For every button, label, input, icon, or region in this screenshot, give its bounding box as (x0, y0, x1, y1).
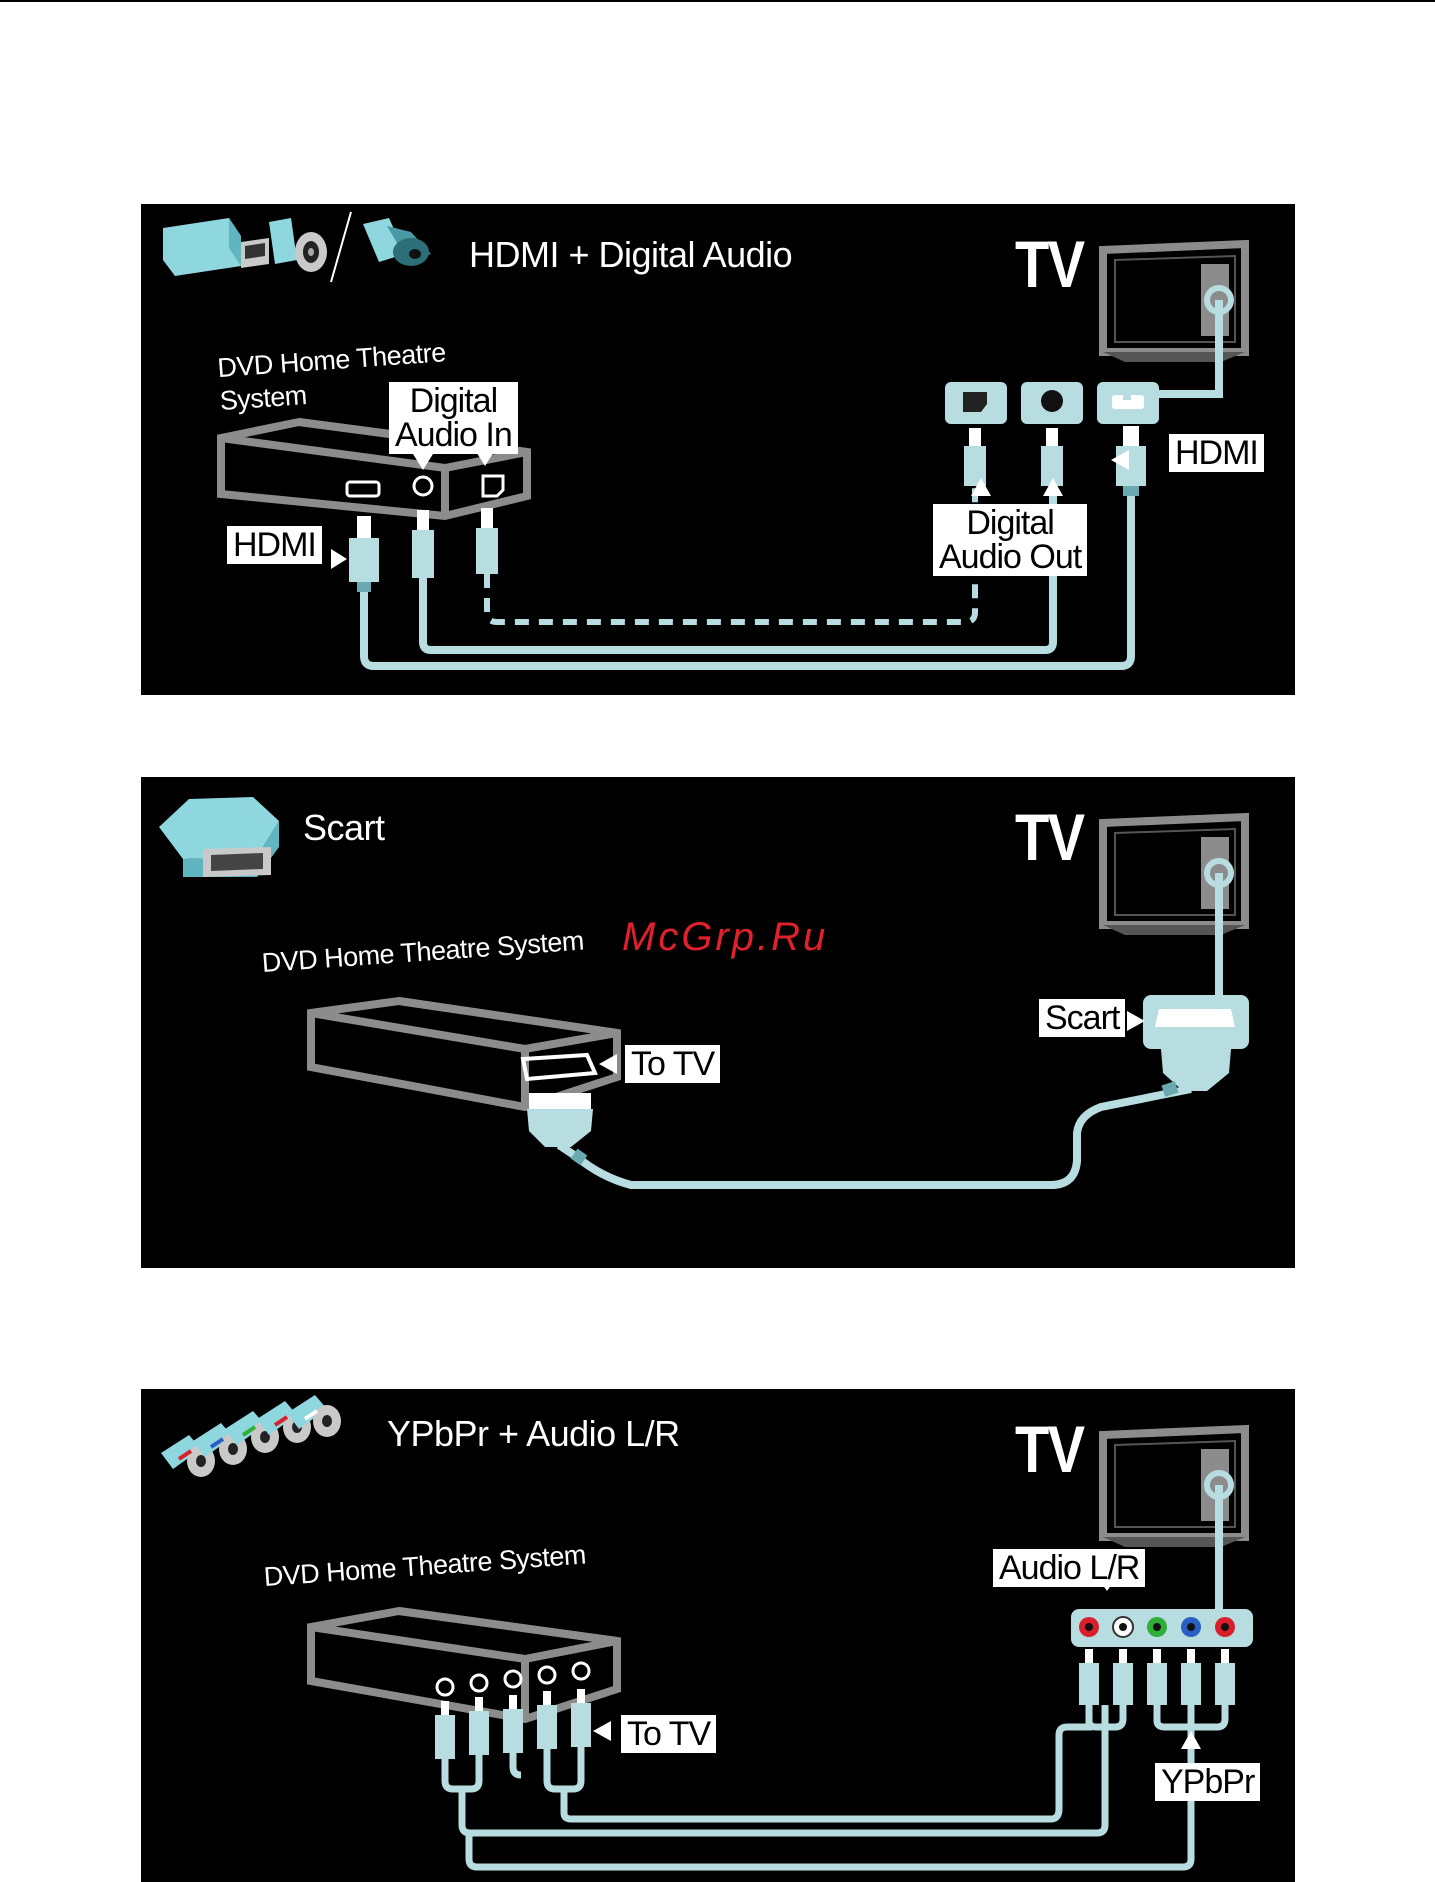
device-hdmi-plug (349, 516, 379, 592)
device-rca-jacks (437, 1663, 589, 1695)
tv-icon (1103, 817, 1245, 935)
panel-title: Scart (303, 807, 385, 849)
tv-hdmi-plug (1116, 446, 1146, 486)
watermark: McGrp.Ru (622, 915, 828, 960)
tv-optical-plug (964, 446, 986, 486)
callout-scart-tv: Scart (1039, 999, 1125, 1037)
callout-digital-audio-out-line1: Digital (939, 506, 1081, 540)
scart-cable (559, 1089, 1191, 1185)
device-hdmi-jack (347, 482, 379, 496)
device-scart-jack (523, 1055, 595, 1079)
optical-cable-optional (487, 486, 975, 622)
tv-label: TV (1015, 799, 1083, 875)
coaxial-connector-icon (269, 218, 327, 272)
callout-to-tv: To TV (621, 1715, 716, 1753)
separator-slash (331, 212, 351, 282)
panel-ypbpr-audio: YPbPr + Audio L/R TV DVD Home Theatre Sy… (141, 1389, 1295, 1882)
top-rule (0, 0, 1435, 2)
rca-cables (445, 1705, 1225, 1867)
tv-label: TV (1015, 226, 1083, 302)
device-optical-jack (483, 476, 503, 496)
panel-title: YPbPr + Audio L/R (387, 1413, 680, 1455)
callout-ypbpr: YPbPr (1155, 1763, 1260, 1801)
device-rca-plugs (435, 1689, 591, 1759)
rca-connectors-icon (161, 1395, 341, 1477)
tv-rca-plugs (1079, 1649, 1235, 1705)
device-coaxial-jack (414, 477, 432, 495)
dvd-device (311, 1611, 617, 1719)
tv-scart-jack (1143, 995, 1249, 1049)
device-scart-plug (527, 1093, 593, 1147)
tv-rca-jacks (1071, 1609, 1253, 1647)
diagram-hdmi-digital-audio (141, 204, 1295, 695)
hdmi-connector-icon (163, 218, 269, 276)
panel-title: HDMI + Digital Audio (469, 234, 792, 276)
device-optical-plug (476, 508, 498, 574)
panel-hdmi-digital-audio: HDMI + Digital Audio TV DVD Home Theatre… (141, 204, 1295, 695)
callout-digital-audio-in-line1: Digital (395, 384, 512, 418)
optical-connector-icon (363, 218, 431, 266)
panel-scart: Scart TV DVD Home Theatre System To TV S… (141, 777, 1295, 1268)
tv-coaxial-jack (1021, 382, 1083, 424)
tv-optical-jack (945, 382, 1007, 424)
callout-digital-audio-out: Digital Audio Out (933, 504, 1087, 576)
tv-icon (1103, 1429, 1245, 1547)
callout-digital-audio-in: Digital Audio In (389, 382, 518, 454)
callout-digital-audio-in-line2: Audio In (395, 418, 512, 452)
diagram-ypbpr-audio (141, 1389, 1295, 1882)
callout-audio-lr: Audio L/R (993, 1549, 1145, 1587)
tv-label: TV (1015, 1411, 1083, 1487)
callout-hdmi-device: HDMI (227, 526, 322, 564)
callout-hdmi-tv: HDMI (1169, 434, 1264, 472)
tv-icon (1103, 244, 1245, 362)
callout-to-tv: To TV (625, 1045, 720, 1083)
device-coaxial-plug (412, 510, 434, 578)
scart-connector-icon (159, 797, 279, 877)
callout-digital-audio-out-line2: Audio Out (939, 540, 1081, 574)
